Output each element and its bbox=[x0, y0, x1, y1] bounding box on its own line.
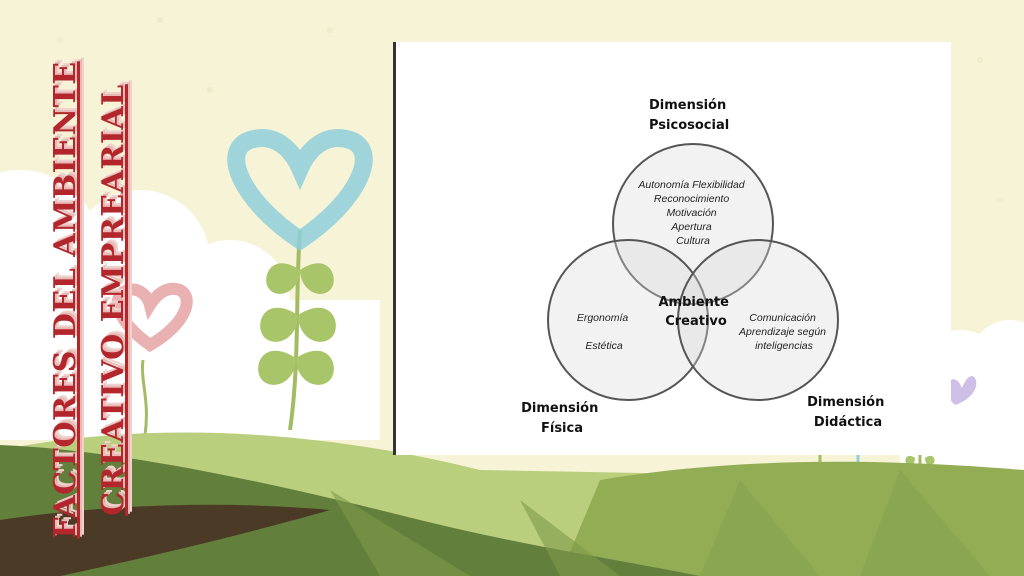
center-label: Ambiente Creativo bbox=[658, 295, 733, 329]
title-line-1: FACTORES DEL AMBIENTE bbox=[48, 61, 83, 539]
circle-psicosocial bbox=[612, 143, 774, 305]
psicosocial-items: Autonomía Flexibilidad Reconocimiento Mo… bbox=[637, 179, 747, 247]
heart-icon bbox=[111, 282, 193, 353]
didactica-items: Comunicación Aprendizaje según inteligen… bbox=[738, 312, 829, 352]
circle-fisica bbox=[547, 239, 709, 401]
heart-icon bbox=[945, 376, 977, 405]
heart-icon bbox=[227, 129, 373, 251]
dimension-fisica-title: Dimensión Física bbox=[521, 401, 603, 436]
fisica-items: Ergonomía Estética bbox=[577, 312, 631, 352]
dimension-didactica-title: Dimensión Didáctica bbox=[807, 395, 889, 430]
path-road bbox=[0, 504, 330, 576]
dimension-psicosocial-title: Dimensión Psicosocial bbox=[649, 98, 731, 133]
circle-didactica bbox=[677, 239, 839, 401]
title-line-2: CREATIVO EMPREARIAL bbox=[96, 84, 131, 516]
leaves bbox=[258, 263, 336, 385]
diagram-panel: Dimensión Psicosocial Autonomía Flexibil… bbox=[393, 42, 951, 455]
venn-diagram: Dimensión Psicosocial Autonomía Flexibil… bbox=[521, 98, 889, 436]
